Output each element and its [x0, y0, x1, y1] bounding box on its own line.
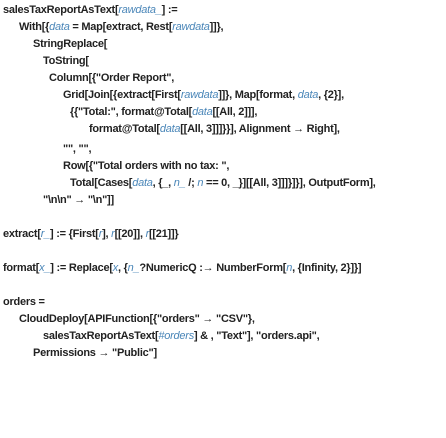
code-token: rawdata_ [118, 4, 162, 16]
code-token: r_ [40, 228, 51, 240]
code-token: rawdata [172, 21, 210, 33]
code-token: n_ [127, 262, 140, 274]
code-token: #orders [158, 330, 194, 342]
code-token: ], [102, 228, 112, 240]
code-token: extract[ [3, 228, 41, 240]
code-token: ] & , "Text"], "orders.api", [193, 330, 320, 342]
code-line[interactable]: extract[r_] := {First[r], r[[20]], r[[21… [3, 227, 179, 241]
code-token: data [49, 21, 70, 33]
code-token: ]]}, Map[format, [218, 89, 298, 101]
code-line[interactable]: "\n\n" → "\n"]] [43, 193, 114, 207]
code-line[interactable]: format[x_] := Replace[x, {n_?NumericQ :→… [3, 261, 362, 275]
code-token: ] := Replace[ [50, 262, 113, 274]
code-token: Grid[Join[{extract[First[ [63, 89, 181, 101]
code-token: , {_, [152, 177, 174, 189]
code-token: , {2}], [318, 89, 344, 101]
code-token: ToString[ [43, 55, 89, 67]
code-token: salesTaxReportAsText[ [3, 4, 119, 16]
code-token: With[{ [19, 21, 50, 33]
code-token: r [111, 228, 115, 240]
code-token: r [145, 228, 150, 240]
code-token: data [192, 106, 213, 118]
code-token: /; [185, 177, 198, 189]
code-line[interactable]: Grid[Join[{extract[First[rawdata]]}, Map… [63, 88, 344, 102]
code-token: n [197, 177, 204, 189]
code-token: x [112, 262, 119, 274]
code-token: Column[{"Order Report", [49, 72, 175, 84]
code-token: [[All, 2]]], [212, 106, 258, 118]
code-token: "", "", [63, 143, 92, 155]
code-token: data [297, 89, 319, 101]
code-token: , {Infinity, 2}]}] [292, 262, 362, 274]
code-line[interactable]: Column[{"Order Report", [49, 71, 174, 85]
code-line[interactable]: Permissions → "Public"] [33, 346, 157, 360]
code-token: format@Total[ [89, 123, 160, 135]
code-line[interactable]: {{"Total:", format@Total[data[[All, 2]]]… [70, 105, 257, 119]
code-token: data [159, 123, 181, 135]
code-line[interactable]: salesTaxReportAsText[rawdata_] := [3, 3, 178, 17]
code-token: ] := {First[ [50, 228, 99, 240]
code-token: StringReplace[ [33, 38, 108, 50]
code-token: x_ [39, 262, 51, 274]
code-line[interactable]: StringReplace[ [33, 37, 107, 51]
code-token: [[21]]} [148, 228, 179, 240]
code-token: Row[{"Total orders with no tax: ", [63, 160, 230, 172]
code-line[interactable]: Total[Cases[data, {_, n_ /; n == 0, _}][… [70, 176, 376, 190]
code-token: ?NumericQ :→ NumberForm[ [139, 262, 287, 274]
code-token: [[All, 3]]]}}], Alignment → Right], [180, 123, 340, 135]
code-line[interactable]: "", "", [63, 142, 92, 156]
code-line[interactable]: orders = [3, 295, 45, 309]
code-line[interactable]: Row[{"Total orders with no tax: ", [63, 159, 229, 173]
code-token: data [132, 177, 153, 189]
code-token: ]]}, [209, 21, 224, 33]
code-token: Total[Cases[ [70, 177, 133, 189]
code-line[interactable]: CloudDeploy[APIFunction[{"orders" → "CSV… [19, 312, 255, 326]
code-token: salesTaxReportAsText[ [43, 330, 159, 342]
code-line[interactable]: salesTaxReportAsText[#orders] & , "Text"… [43, 329, 320, 343]
code-token: == 0, _}][[All, 3]]]}]}], OutputForm], [203, 177, 376, 189]
code-line[interactable]: ToString[ [43, 54, 89, 68]
code-line[interactable]: With[{data = Map[extract, Rest[rawdata]]… [19, 20, 224, 34]
code-token: n [286, 262, 293, 274]
code-token: , { [117, 262, 128, 274]
code-token: orders = [3, 296, 45, 308]
code-token: format[ [3, 262, 40, 274]
code-token: [[20]], [114, 228, 146, 240]
code-line[interactable]: format@Total[data[[All, 3]]]}}], Alignme… [89, 122, 340, 136]
code-token: rawdata [180, 89, 219, 101]
code-token: {{"Total:", format@Total[ [70, 106, 193, 118]
code-token: n_ [173, 177, 186, 189]
code-token: "\n\n" → "\n"]] [43, 194, 114, 206]
code-token: CloudDeploy[APIFunction[{"orders" → "CSV… [19, 313, 255, 325]
code-token: r [98, 228, 103, 240]
code-token: = Map[extract, Rest[ [69, 21, 173, 33]
code-token: Permissions → "Public"] [33, 347, 157, 359]
code-token: ] := [161, 4, 178, 16]
